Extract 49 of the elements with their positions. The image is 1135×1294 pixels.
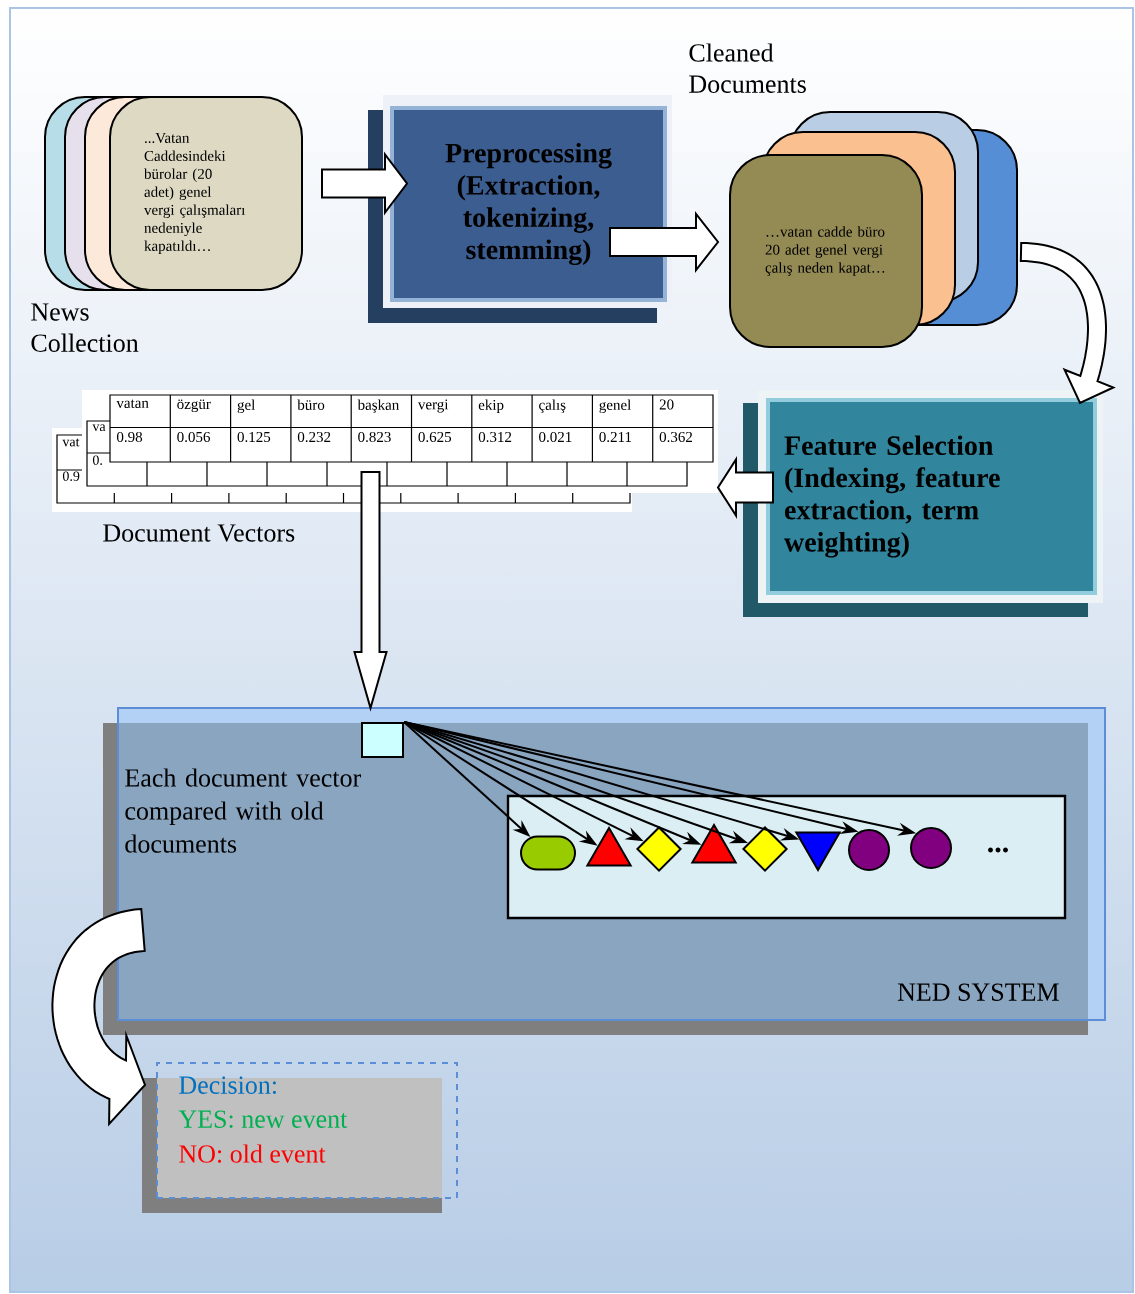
process-box: Feature Selection (Indexing, feature extraction, term weighting) — [743, 390, 1103, 617]
decision-text: NO: old event — [179, 1144, 326, 1163]
circle-shape — [848, 829, 890, 871]
table-caption: Document Vectors — [103, 524, 295, 542]
document-square — [361, 722, 404, 758]
table-cell: vat — [62, 438, 80, 447]
table-cell: 0.98 — [116, 431, 143, 443]
table-cell: gel — [237, 399, 255, 414]
decision-box — [142, 1062, 458, 1213]
table-cell: 0.021 — [539, 431, 572, 443]
process-box: Preprocessing (Extraction, tokenizing, stemming) — [368, 95, 672, 323]
block-arrow — [1019, 242, 1116, 405]
table-cell: 0.312 — [478, 431, 512, 443]
ellipsis-text: ... — [988, 847, 1008, 853]
table-cell: çalış — [539, 399, 566, 413]
block-arrow — [609, 211, 720, 273]
diamond-shape — [636, 826, 682, 872]
table-cell: vergi — [417, 399, 449, 413]
diamond-shape — [742, 826, 788, 872]
table-cell: 0.211 — [599, 431, 632, 443]
panel-text: Each document vector compared with old documents — [125, 768, 361, 853]
table-cell: 0. — [92, 455, 103, 465]
document-stack: ...Vatan Caddesindeki bürolar (20 adet) genel vergi çalışmaları nedeniyle kapatıldı… — [44, 96, 303, 291]
table-cell: 20 — [659, 399, 674, 410]
table-cell: özgür — [177, 399, 211, 413]
table-cell: 0.125 — [237, 431, 271, 443]
table-cell: büro — [297, 399, 325, 410]
table-cell: genel — [599, 399, 631, 414]
table-cell: 0.823 — [358, 431, 391, 443]
circle-shape — [910, 827, 952, 869]
document-stack: …vatan cadde büro 20 adet genel vergi çalış neden kapat… — [729, 111, 1018, 348]
block-arrow — [716, 456, 774, 519]
table-cell: vatan — [116, 399, 149, 408]
table-cell: 0.232 — [297, 431, 331, 443]
decision-text: Decision: — [179, 1076, 276, 1094]
stack-caption: News Collection — [31, 303, 139, 352]
decision-text: YES: new event — [178, 1110, 348, 1128]
block-arrow — [353, 471, 388, 712]
panel-title: NED SYSTEM — [897, 983, 1059, 1001]
table-cell: 0.625 — [418, 431, 452, 443]
vector-table — [109, 394, 714, 463]
block-arrow — [51, 908, 147, 1127]
table-cell: başkan — [357, 399, 400, 413]
table-cell: 0.056 — [177, 431, 210, 443]
table-cell: ekip — [478, 399, 504, 413]
table-cell: 0.362 — [659, 431, 693, 443]
stack-caption: Cleaned Documents — [689, 43, 806, 93]
table-cell: 0.9 — [62, 471, 80, 481]
block-arrow — [321, 151, 409, 216]
